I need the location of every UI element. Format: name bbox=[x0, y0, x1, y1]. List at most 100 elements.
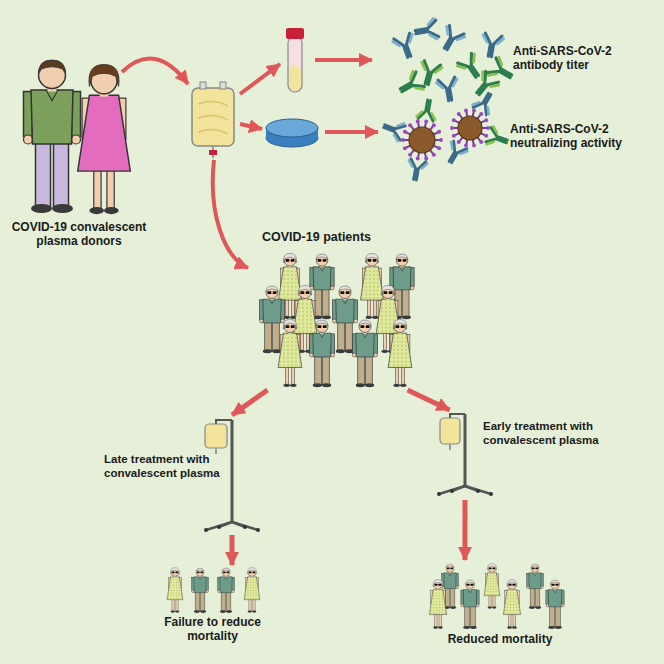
shoe bbox=[393, 384, 400, 387]
glasses bbox=[318, 259, 322, 262]
shoe bbox=[290, 384, 297, 387]
woman-figure bbox=[244, 568, 260, 613]
figure-label: Anti-SARS-CoV-2 neutralizing activity bbox=[510, 122, 658, 151]
shirt bbox=[220, 577, 232, 593]
leg bbox=[291, 365, 294, 385]
hair bbox=[170, 568, 179, 575]
shoe bbox=[400, 384, 407, 387]
shoe bbox=[248, 610, 252, 612]
glasses bbox=[252, 572, 255, 574]
head bbox=[266, 287, 278, 299]
heavy-chain bbox=[486, 128, 510, 149]
trouser-leg bbox=[470, 605, 475, 627]
figure-group: Anti-SARS-CoV-2 antibody titer bbox=[385, 22, 658, 97]
shoe bbox=[31, 204, 52, 213]
shoe bbox=[366, 316, 372, 319]
hair bbox=[531, 564, 539, 568]
spike-tip bbox=[416, 119, 420, 123]
figure-label: Reduced mortality bbox=[420, 632, 580, 646]
antibody bbox=[442, 140, 468, 167]
heavy-chain bbox=[473, 90, 496, 115]
hair bbox=[39, 60, 66, 74]
light-chain bbox=[392, 121, 404, 141]
hand bbox=[354, 319, 358, 323]
antibody bbox=[436, 77, 461, 102]
glasses bbox=[509, 584, 512, 586]
collar bbox=[319, 267, 324, 271]
head bbox=[196, 568, 204, 576]
glasses bbox=[435, 584, 438, 586]
glasses bbox=[200, 572, 203, 574]
hair bbox=[365, 253, 378, 263]
hair bbox=[316, 320, 328, 326]
antibody bbox=[471, 89, 497, 116]
woman-figure bbox=[388, 319, 412, 387]
shoe bbox=[555, 626, 562, 629]
spike-tip bbox=[432, 123, 436, 127]
hand bbox=[456, 586, 459, 589]
man-figure bbox=[352, 320, 377, 387]
shoe bbox=[336, 349, 345, 353]
glasses bbox=[403, 259, 407, 262]
shirt bbox=[263, 299, 281, 323]
hair bbox=[507, 580, 517, 587]
trouser-leg bbox=[465, 605, 470, 627]
stand-leg bbox=[232, 522, 245, 527]
glasses bbox=[532, 568, 535, 570]
hair bbox=[222, 568, 230, 572]
light-chain bbox=[436, 79, 458, 89]
shoe bbox=[450, 606, 456, 609]
head bbox=[551, 580, 560, 589]
stand-leg bbox=[465, 486, 491, 494]
glasses bbox=[323, 325, 327, 328]
light-chain bbox=[417, 111, 437, 120]
spike-tip bbox=[416, 157, 420, 161]
leg bbox=[306, 331, 309, 351]
head bbox=[359, 321, 371, 333]
flow-arrow bbox=[315, 58, 372, 62]
dress bbox=[167, 577, 183, 600]
dress bbox=[78, 95, 131, 171]
stand-wheel bbox=[489, 492, 493, 496]
hand bbox=[561, 604, 564, 607]
dress bbox=[503, 590, 520, 615]
glasses bbox=[383, 291, 387, 294]
trouser-leg bbox=[450, 587, 454, 607]
antibody bbox=[392, 33, 419, 61]
head bbox=[508, 580, 517, 589]
hand bbox=[309, 353, 313, 357]
stand-leg bbox=[206, 522, 232, 530]
glasses bbox=[273, 291, 277, 294]
shirt bbox=[463, 590, 476, 607]
trouser-leg bbox=[338, 320, 345, 350]
glasses bbox=[291, 325, 295, 328]
stand-wheel bbox=[217, 525, 221, 529]
flow-arrow bbox=[213, 160, 248, 268]
figure-group: Anti-SARS-CoV-2 neutralizing activity bbox=[385, 102, 658, 174]
man-figure bbox=[309, 320, 334, 387]
shoe bbox=[433, 626, 438, 628]
shoe bbox=[220, 610, 226, 613]
glasses bbox=[552, 584, 555, 586]
flow-arrow bbox=[240, 124, 262, 129]
glasses bbox=[470, 584, 473, 586]
collar bbox=[553, 590, 557, 593]
trouser-leg bbox=[445, 587, 449, 607]
head bbox=[488, 564, 496, 572]
stand-wheel bbox=[437, 492, 441, 496]
shoe bbox=[372, 316, 378, 319]
light-chain bbox=[443, 26, 464, 42]
man-figure bbox=[259, 286, 284, 353]
figure-label: Anti-SARS-CoV-2 antibody titer bbox=[513, 44, 658, 73]
leg bbox=[395, 365, 398, 385]
hand bbox=[330, 286, 334, 290]
figure-group: COVID-19 patients bbox=[250, 228, 425, 390]
shirt bbox=[31, 90, 73, 144]
shirt bbox=[313, 267, 331, 290]
glasses bbox=[249, 572, 252, 574]
shoe bbox=[252, 610, 256, 612]
trouser-leg bbox=[36, 138, 51, 207]
collar bbox=[224, 577, 228, 580]
trouser-leg bbox=[265, 320, 272, 350]
trouser-leg bbox=[315, 287, 321, 316]
